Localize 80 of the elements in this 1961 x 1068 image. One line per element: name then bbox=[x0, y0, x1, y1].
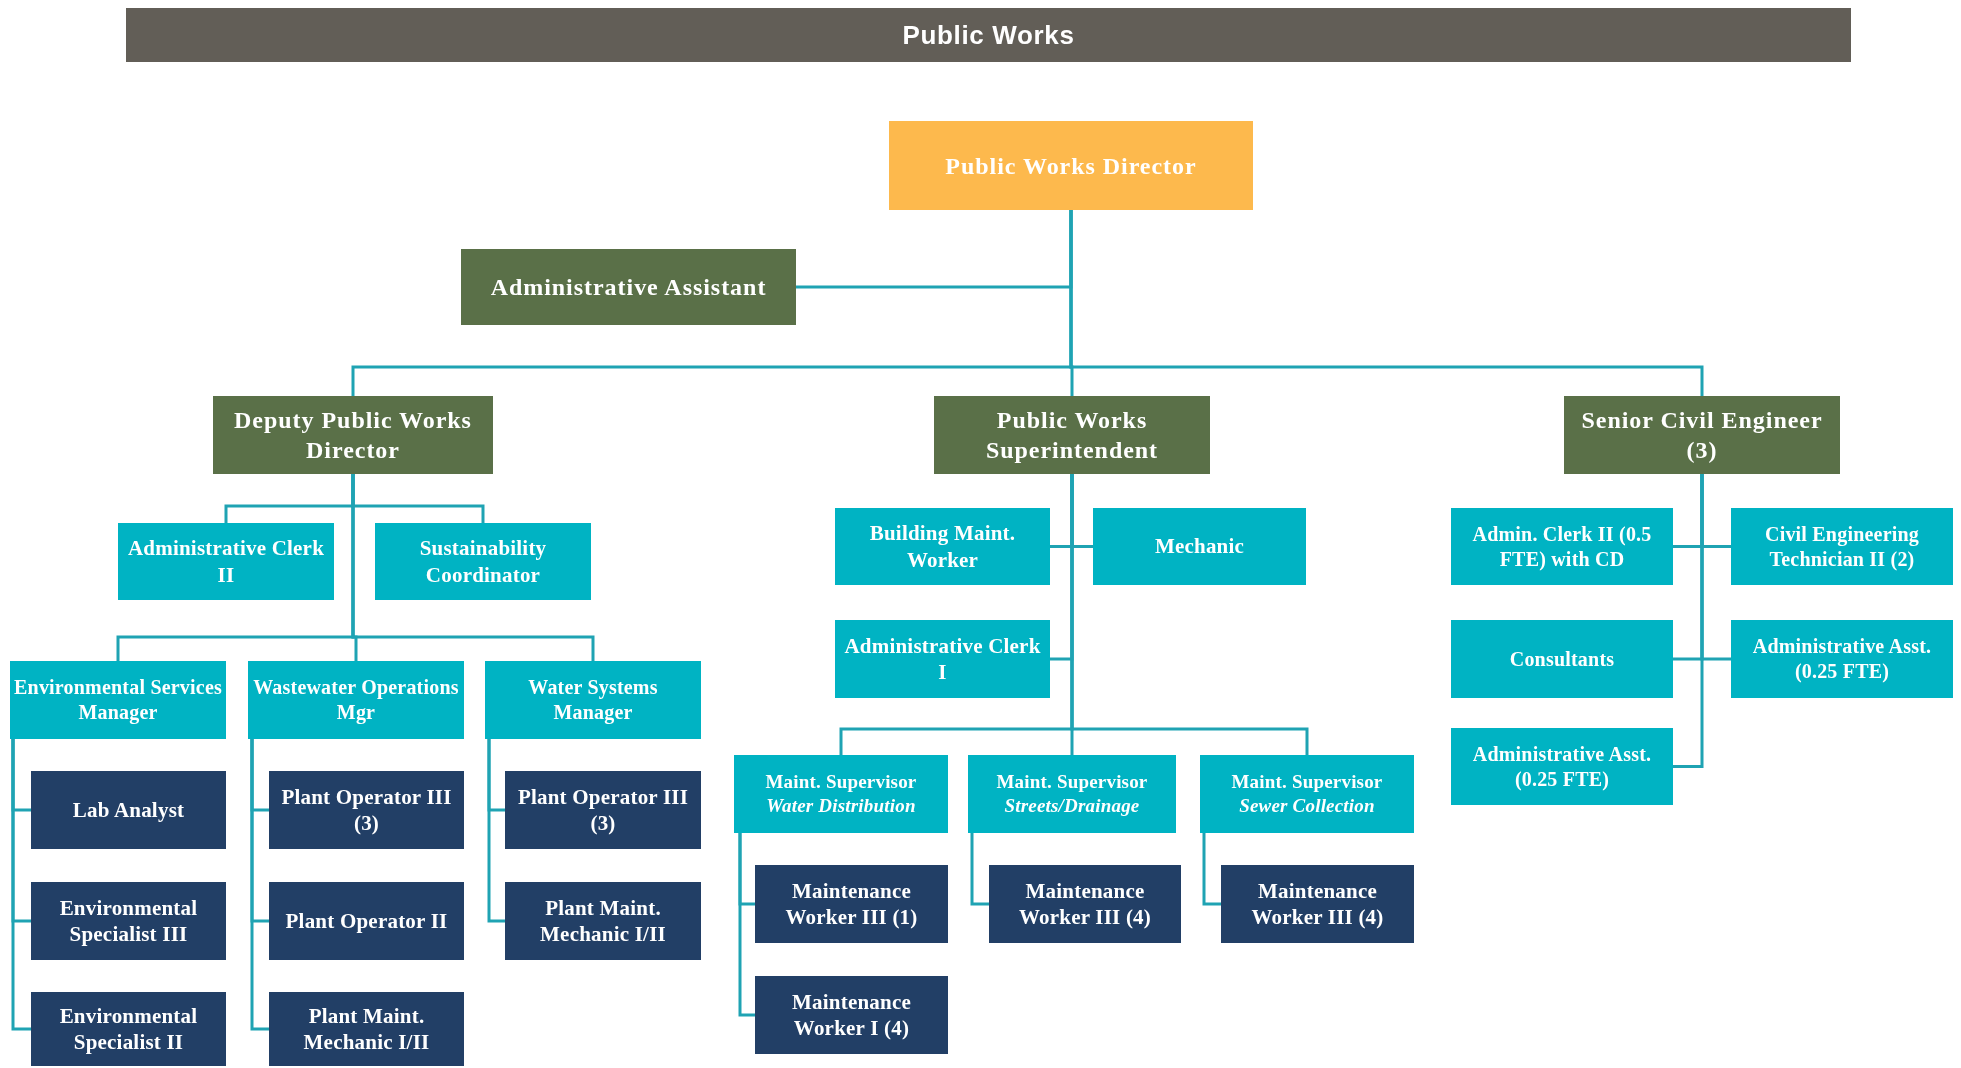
position-title: Sustainability Coordinator bbox=[418, 535, 548, 588]
connector-line bbox=[970, 833, 989, 906]
position-title: Maintenance Worker III (1) bbox=[784, 877, 919, 931]
position-box bbox=[1093, 508, 1306, 585]
position-box bbox=[755, 865, 948, 943]
position-box bbox=[213, 396, 493, 474]
position-box bbox=[1451, 728, 1673, 805]
position-box bbox=[835, 508, 1050, 585]
position-title: Plant Operator III (3) bbox=[516, 783, 690, 837]
position-box bbox=[269, 882, 464, 960]
connector-line bbox=[1069, 210, 1704, 396]
connector-line bbox=[351, 474, 595, 661]
position-title: Administrative Clerk I bbox=[843, 632, 1042, 686]
position-title: Administrative Asst. (0.25 FTE) bbox=[1471, 741, 1653, 792]
position-box bbox=[1221, 865, 1414, 943]
position-title: Public Works Superintendent bbox=[984, 406, 1160, 465]
position-box bbox=[375, 523, 591, 600]
position-title: Consultants bbox=[1509, 646, 1615, 672]
position-box bbox=[461, 249, 796, 325]
position-box bbox=[505, 771, 701, 849]
position-title: Plant Operator II bbox=[285, 907, 448, 935]
position-title: Environmental Specialist III bbox=[58, 894, 199, 948]
position-box bbox=[989, 865, 1181, 943]
position-box bbox=[31, 882, 226, 960]
position-title: Environmental Services Manager bbox=[14, 675, 222, 725]
position-box bbox=[889, 121, 1253, 210]
unit-name: Sewer Collection bbox=[1239, 794, 1375, 818]
connector-line bbox=[11, 739, 31, 1031]
connector-line bbox=[250, 739, 269, 1031]
position-title: Wastewater Operations Mgr bbox=[252, 675, 460, 725]
position-title: Maintenance Worker III (4) bbox=[1017, 877, 1152, 931]
title-banner: Public Works bbox=[126, 8, 1851, 62]
position-title: Environmental Specialist II bbox=[58, 1002, 199, 1056]
position-box bbox=[968, 755, 1176, 833]
position-box bbox=[10, 661, 226, 739]
position-box bbox=[269, 771, 464, 849]
position-box bbox=[1731, 620, 1953, 698]
position-title: Maintenance Worker III (4) bbox=[1250, 877, 1385, 931]
position-box bbox=[1451, 508, 1673, 585]
connector-line bbox=[1070, 474, 1309, 755]
position-box bbox=[118, 523, 334, 600]
position-box bbox=[755, 976, 948, 1054]
position-title: Administrative Clerk II bbox=[126, 535, 326, 588]
unit-name: Streets/Drainage bbox=[1004, 794, 1140, 818]
unit-name: Water Distribution bbox=[766, 794, 916, 818]
position-box bbox=[734, 755, 948, 833]
connector-line bbox=[1202, 833, 1221, 906]
position-title: Maintenance Worker I (4) bbox=[791, 988, 912, 1042]
position-box bbox=[1564, 396, 1840, 474]
connector-line bbox=[487, 739, 505, 923]
position-title: Lab Analyst bbox=[72, 796, 185, 824]
position-box bbox=[1731, 508, 1953, 585]
position-title: Deputy Public Works Director bbox=[233, 406, 473, 465]
position-title: Plant Maint. Mechanic I/II bbox=[302, 1002, 431, 1056]
position-title: Civil Engineering Technician II (2) bbox=[1764, 521, 1920, 572]
connector-line bbox=[738, 833, 755, 1017]
position-box bbox=[485, 661, 701, 739]
position-title: Maint. Supervisor bbox=[1231, 770, 1383, 794]
position-title: Public Works Director bbox=[945, 151, 1197, 181]
position-box bbox=[1451, 620, 1673, 698]
position-title: Mechanic bbox=[1154, 533, 1245, 560]
position-title: Maint. Supervisor bbox=[996, 770, 1148, 794]
position-title: Plant Maint. Mechanic I/II bbox=[539, 894, 667, 948]
position-box bbox=[31, 771, 226, 849]
position-title: Administrative Assistant bbox=[490, 273, 767, 302]
position-box bbox=[835, 620, 1050, 698]
position-title: Plant Operator III (3) bbox=[280, 783, 453, 837]
position-box bbox=[31, 992, 226, 1066]
position-box bbox=[269, 992, 464, 1066]
position-box bbox=[1200, 755, 1414, 833]
position-title: Admin. Clerk II (0.5 FTE) with CD bbox=[1471, 521, 1653, 572]
position-title: Building Maint. Worker bbox=[868, 520, 1017, 573]
position-box bbox=[248, 661, 464, 739]
position-title: Maint. Supervisor bbox=[765, 770, 917, 794]
connector-line bbox=[1673, 474, 1704, 768]
position-title: Water Systems Manager bbox=[527, 675, 659, 725]
position-box bbox=[934, 396, 1210, 474]
position-title: Administrative Asst. (0.25 FTE) bbox=[1751, 634, 1933, 684]
position-title: Senior Civil Engineer (3) bbox=[1580, 406, 1824, 465]
position-box bbox=[505, 882, 701, 960]
